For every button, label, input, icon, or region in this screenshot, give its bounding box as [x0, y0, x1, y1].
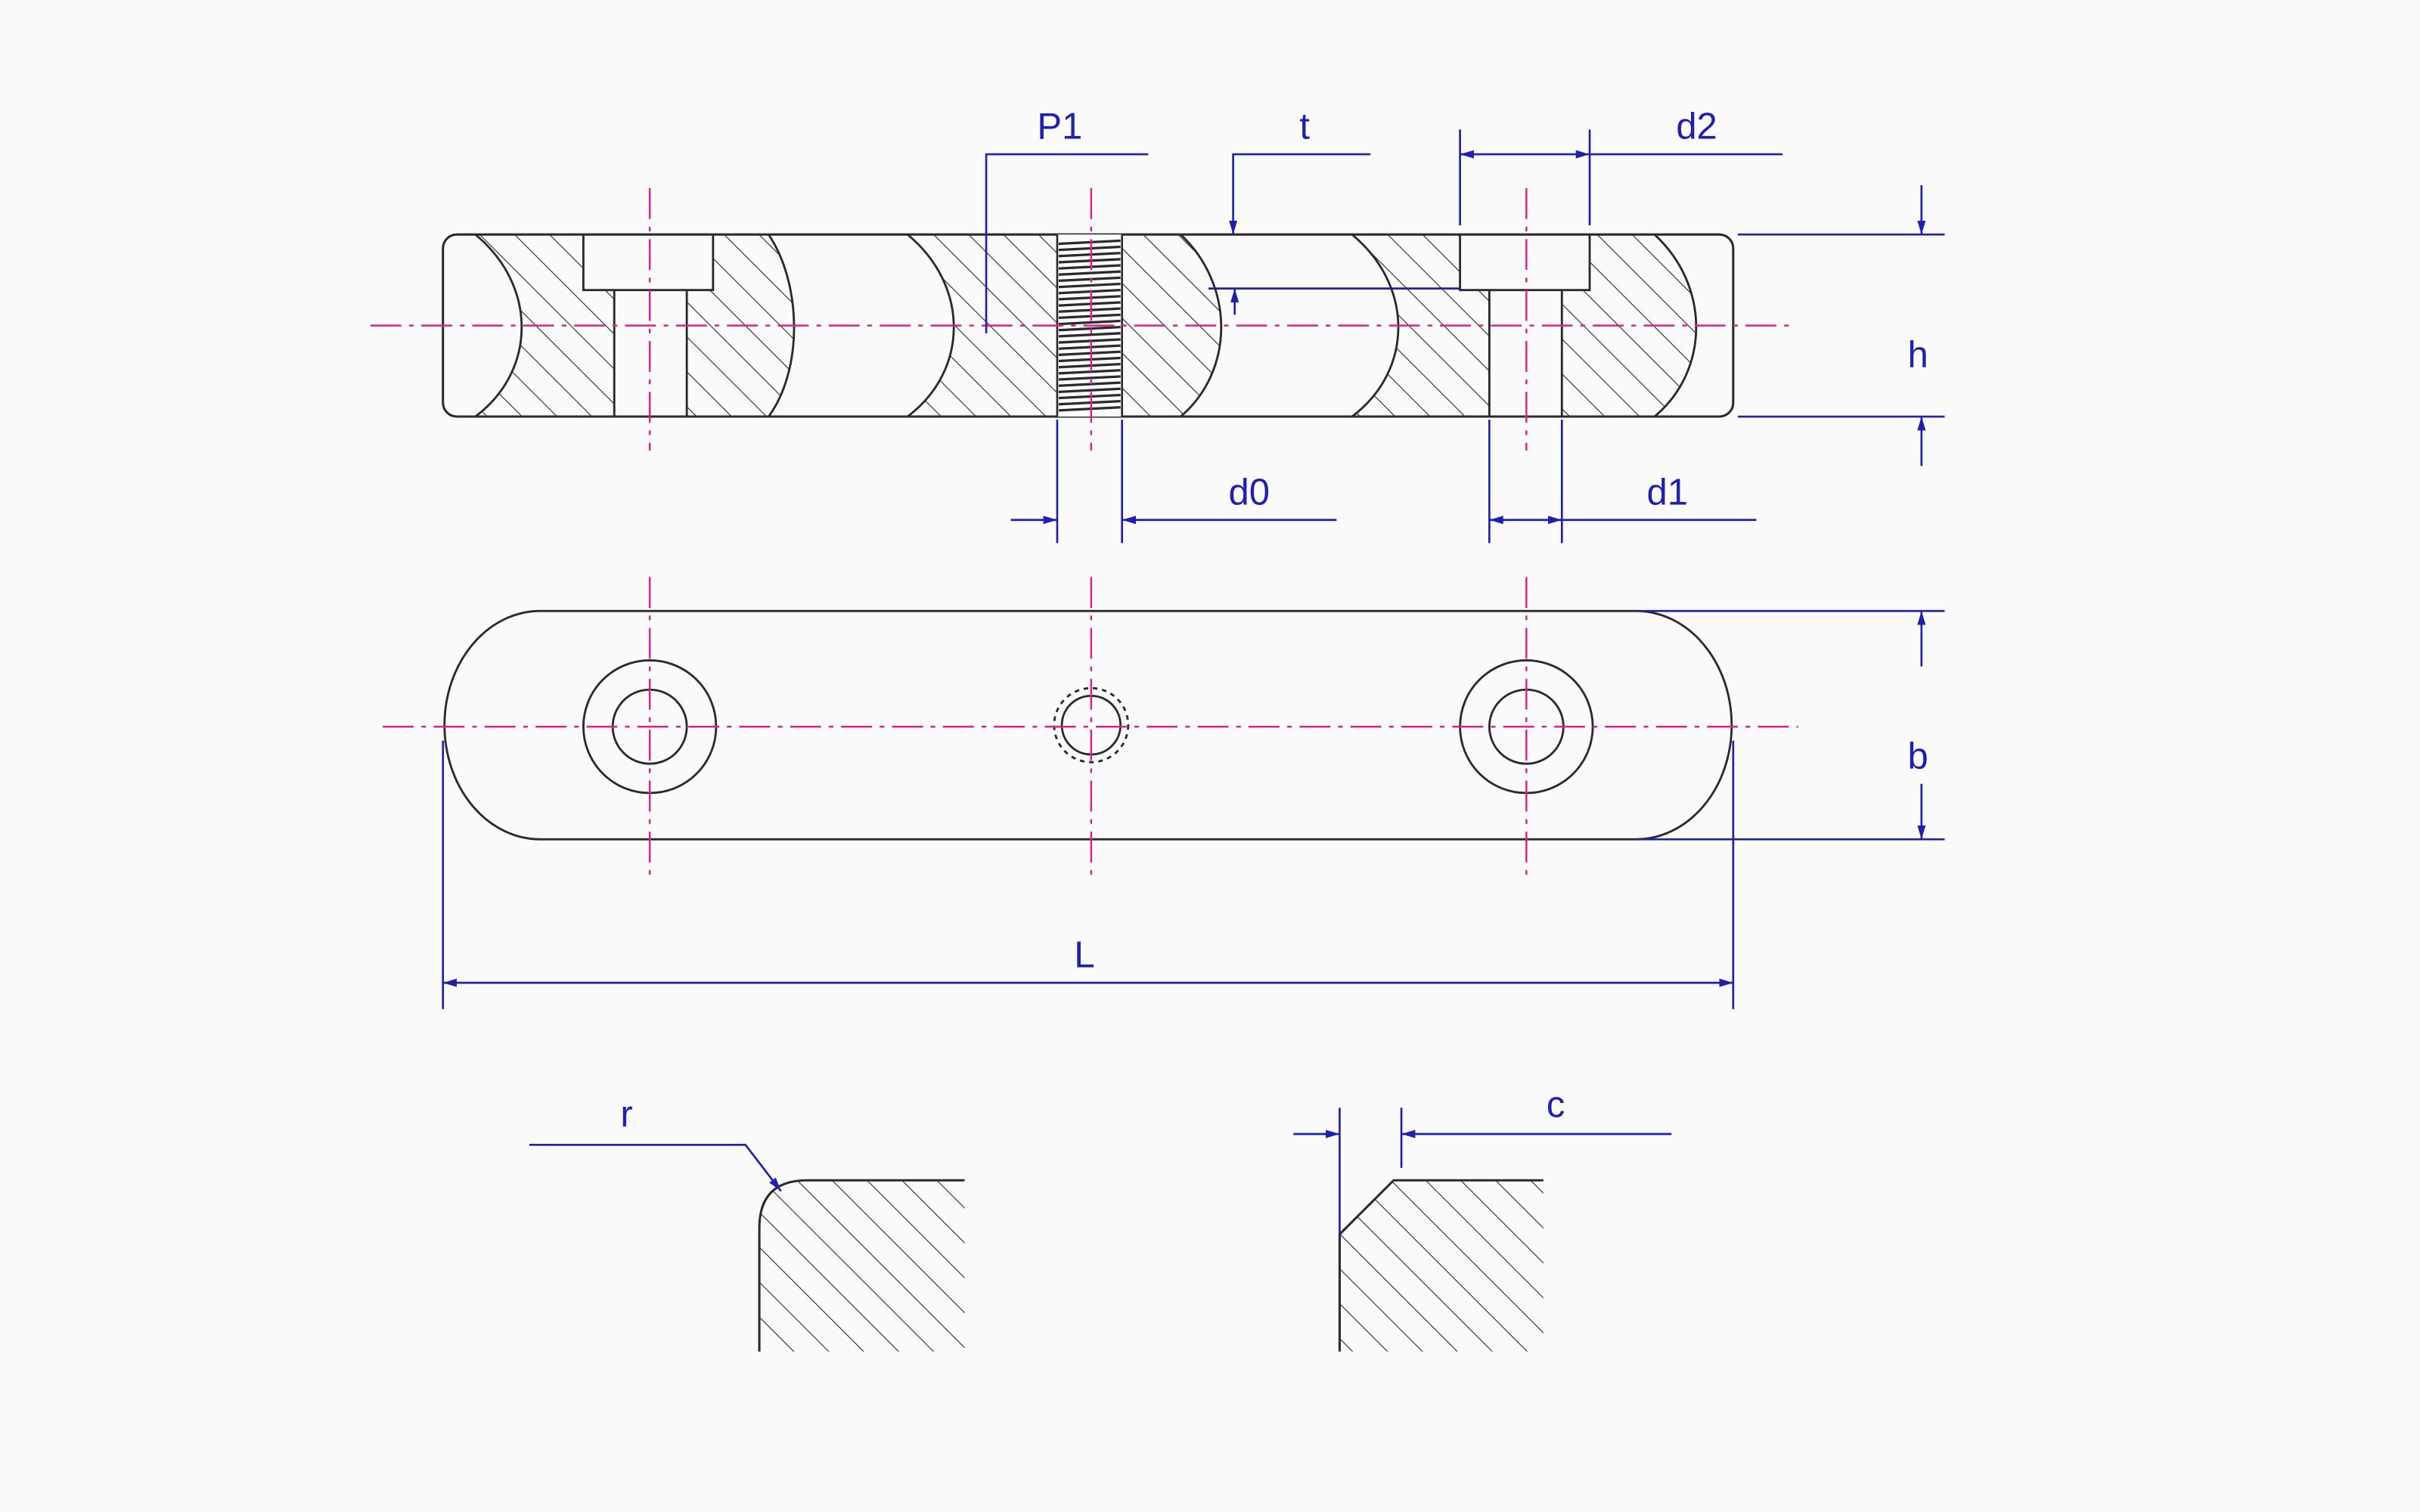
threaded-hole-major: [1053, 686, 1130, 764]
thread-line: [1058, 356, 1121, 363]
thread-line: [1058, 264, 1121, 270]
thread-line: [1058, 307, 1121, 313]
thread-line: [1058, 276, 1121, 283]
thread-line: [1058, 350, 1121, 357]
centerlines: [370, 187, 1798, 877]
dimensions: [442, 129, 1945, 1235]
thread-line: [1058, 406, 1121, 412]
label-h: h: [1907, 335, 1928, 376]
thread-line: [1058, 282, 1121, 289]
label-t: t: [1299, 107, 1310, 147]
label-d1: d1: [1647, 472, 1688, 513]
section-curves: [474, 234, 1698, 418]
label-p1: P1: [1037, 107, 1082, 147]
thread-line: [1058, 369, 1121, 375]
detail-c: [1338, 1179, 1544, 1352]
thread-line: [1058, 381, 1121, 387]
thread-line: [1058, 332, 1121, 338]
thread-line: [1058, 338, 1121, 344]
thread-line: [1058, 245, 1121, 252]
label-L: L: [1074, 935, 1094, 976]
thread-line: [1058, 387, 1121, 393]
plan-outline: [443, 609, 1733, 841]
counterbore-right: [1459, 234, 1591, 417]
thread-line: [1058, 363, 1121, 369]
thread-line: [1058, 270, 1121, 276]
thread-line: [1058, 252, 1121, 258]
thread-line: [1058, 319, 1121, 326]
thread-line: [1058, 399, 1121, 406]
counterbore-left: [582, 234, 715, 417]
thread-line: [1058, 258, 1121, 264]
thread-line: [1058, 393, 1121, 400]
label-c: c: [1547, 1085, 1565, 1126]
thread-line: [1058, 289, 1121, 295]
thread-line: [1058, 326, 1121, 332]
thread-line: [1058, 239, 1121, 246]
thread-line: [1058, 313, 1121, 320]
label-b: b: [1907, 736, 1928, 776]
thread-line: [1058, 344, 1121, 350]
label-d2: d2: [1676, 107, 1717, 147]
plan-view: [443, 609, 1733, 841]
detail-r: [758, 1179, 965, 1352]
thread-line: [1058, 375, 1121, 381]
label-d0: d0: [1228, 472, 1269, 513]
thread-line: [1058, 295, 1121, 301]
label-r: r: [620, 1094, 632, 1135]
thread-line: [1058, 301, 1121, 307]
